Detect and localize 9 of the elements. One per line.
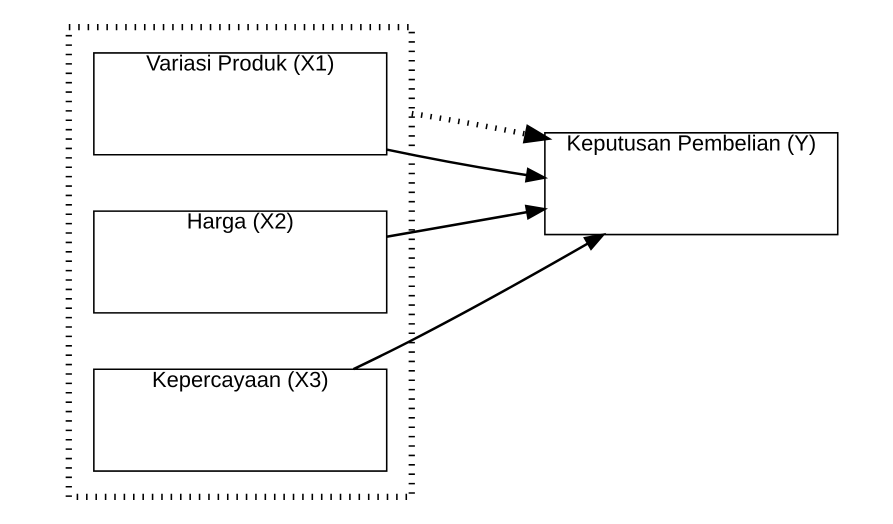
arrow (410, 110, 552, 144)
arrow (386, 148, 548, 183)
node-box: Kepercayaan (X3) (92, 368, 387, 472)
cluster (65, 24, 414, 500)
arrow (352, 232, 606, 370)
node-box: Harga (X2) (92, 210, 387, 314)
node-box: Variasi Produk (X1) (92, 52, 387, 156)
node-box: Keputusan Pembelian (Y) (544, 132, 838, 236)
arrow (386, 204, 548, 238)
